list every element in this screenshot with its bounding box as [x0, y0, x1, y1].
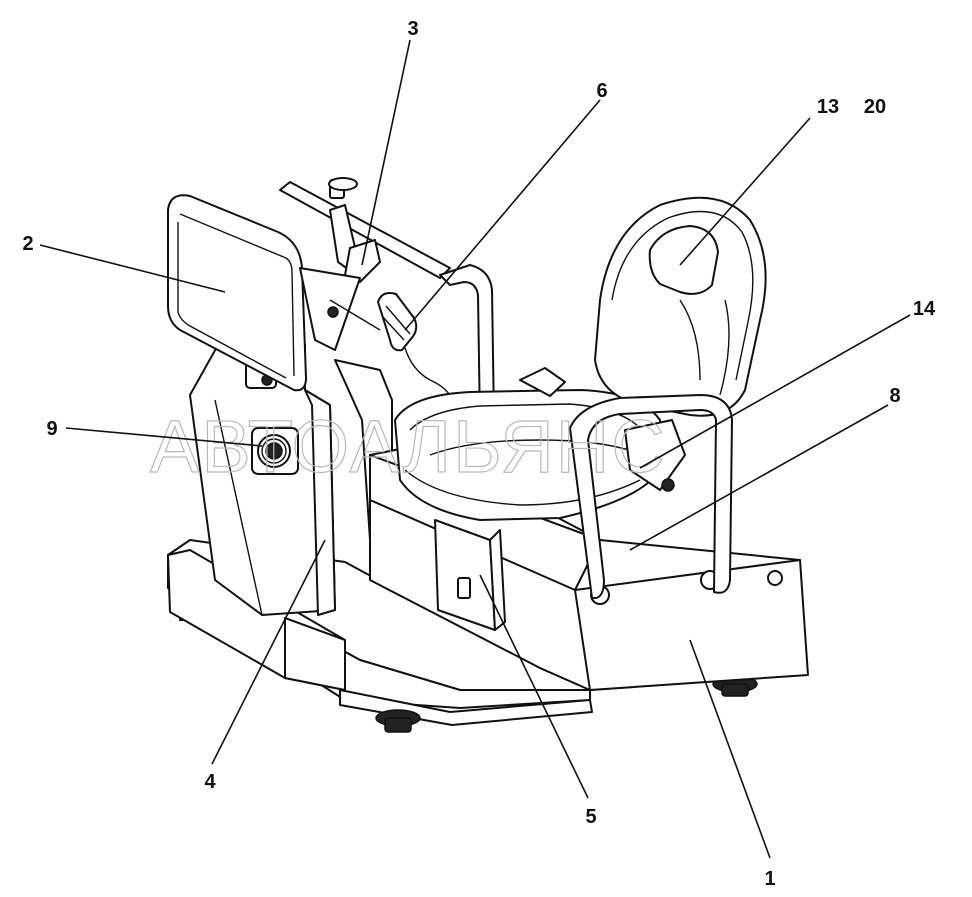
- leader-3: [361, 39, 411, 266]
- leader-14: [639, 314, 911, 469]
- callout-labels: 1 2 3 4 5 6 8 9 13 14 20: [22, 18, 936, 890]
- joystick: [377, 292, 453, 401]
- watermark-text: АВТОАЛЬЯНС: [150, 405, 667, 488]
- callout-20: 20: [864, 96, 886, 118]
- callout-1: 1: [764, 868, 775, 890]
- leader-5: [479, 574, 589, 799]
- electrical-socket: [251, 427, 299, 475]
- right-armrest: [569, 394, 733, 600]
- leader-9: [65, 427, 263, 447]
- leader-4: [211, 539, 326, 765]
- steering-column: [279, 177, 451, 351]
- callout-9: 9: [46, 418, 57, 440]
- leader-lines: [39, 39, 911, 859]
- callout-8: 8: [889, 385, 900, 407]
- leader-2: [39, 244, 226, 293]
- front-footrest: [167, 549, 346, 691]
- seat-backrest: [594, 196, 767, 417]
- left-handrail: [167, 194, 307, 392]
- leader-13: [679, 117, 811, 266]
- leader-1: [689, 639, 771, 859]
- callout-3: 3: [407, 18, 418, 40]
- callout-4: 4: [204, 771, 216, 793]
- callout-5: 5: [585, 806, 596, 828]
- storage-box: [434, 519, 506, 631]
- callout-6: 6: [596, 80, 607, 102]
- callout-14: 14: [913, 298, 936, 320]
- callout-13: 13: [817, 96, 839, 118]
- callout-2: 2: [22, 233, 33, 255]
- leader-6: [404, 99, 601, 331]
- leader-8: [629, 404, 889, 551]
